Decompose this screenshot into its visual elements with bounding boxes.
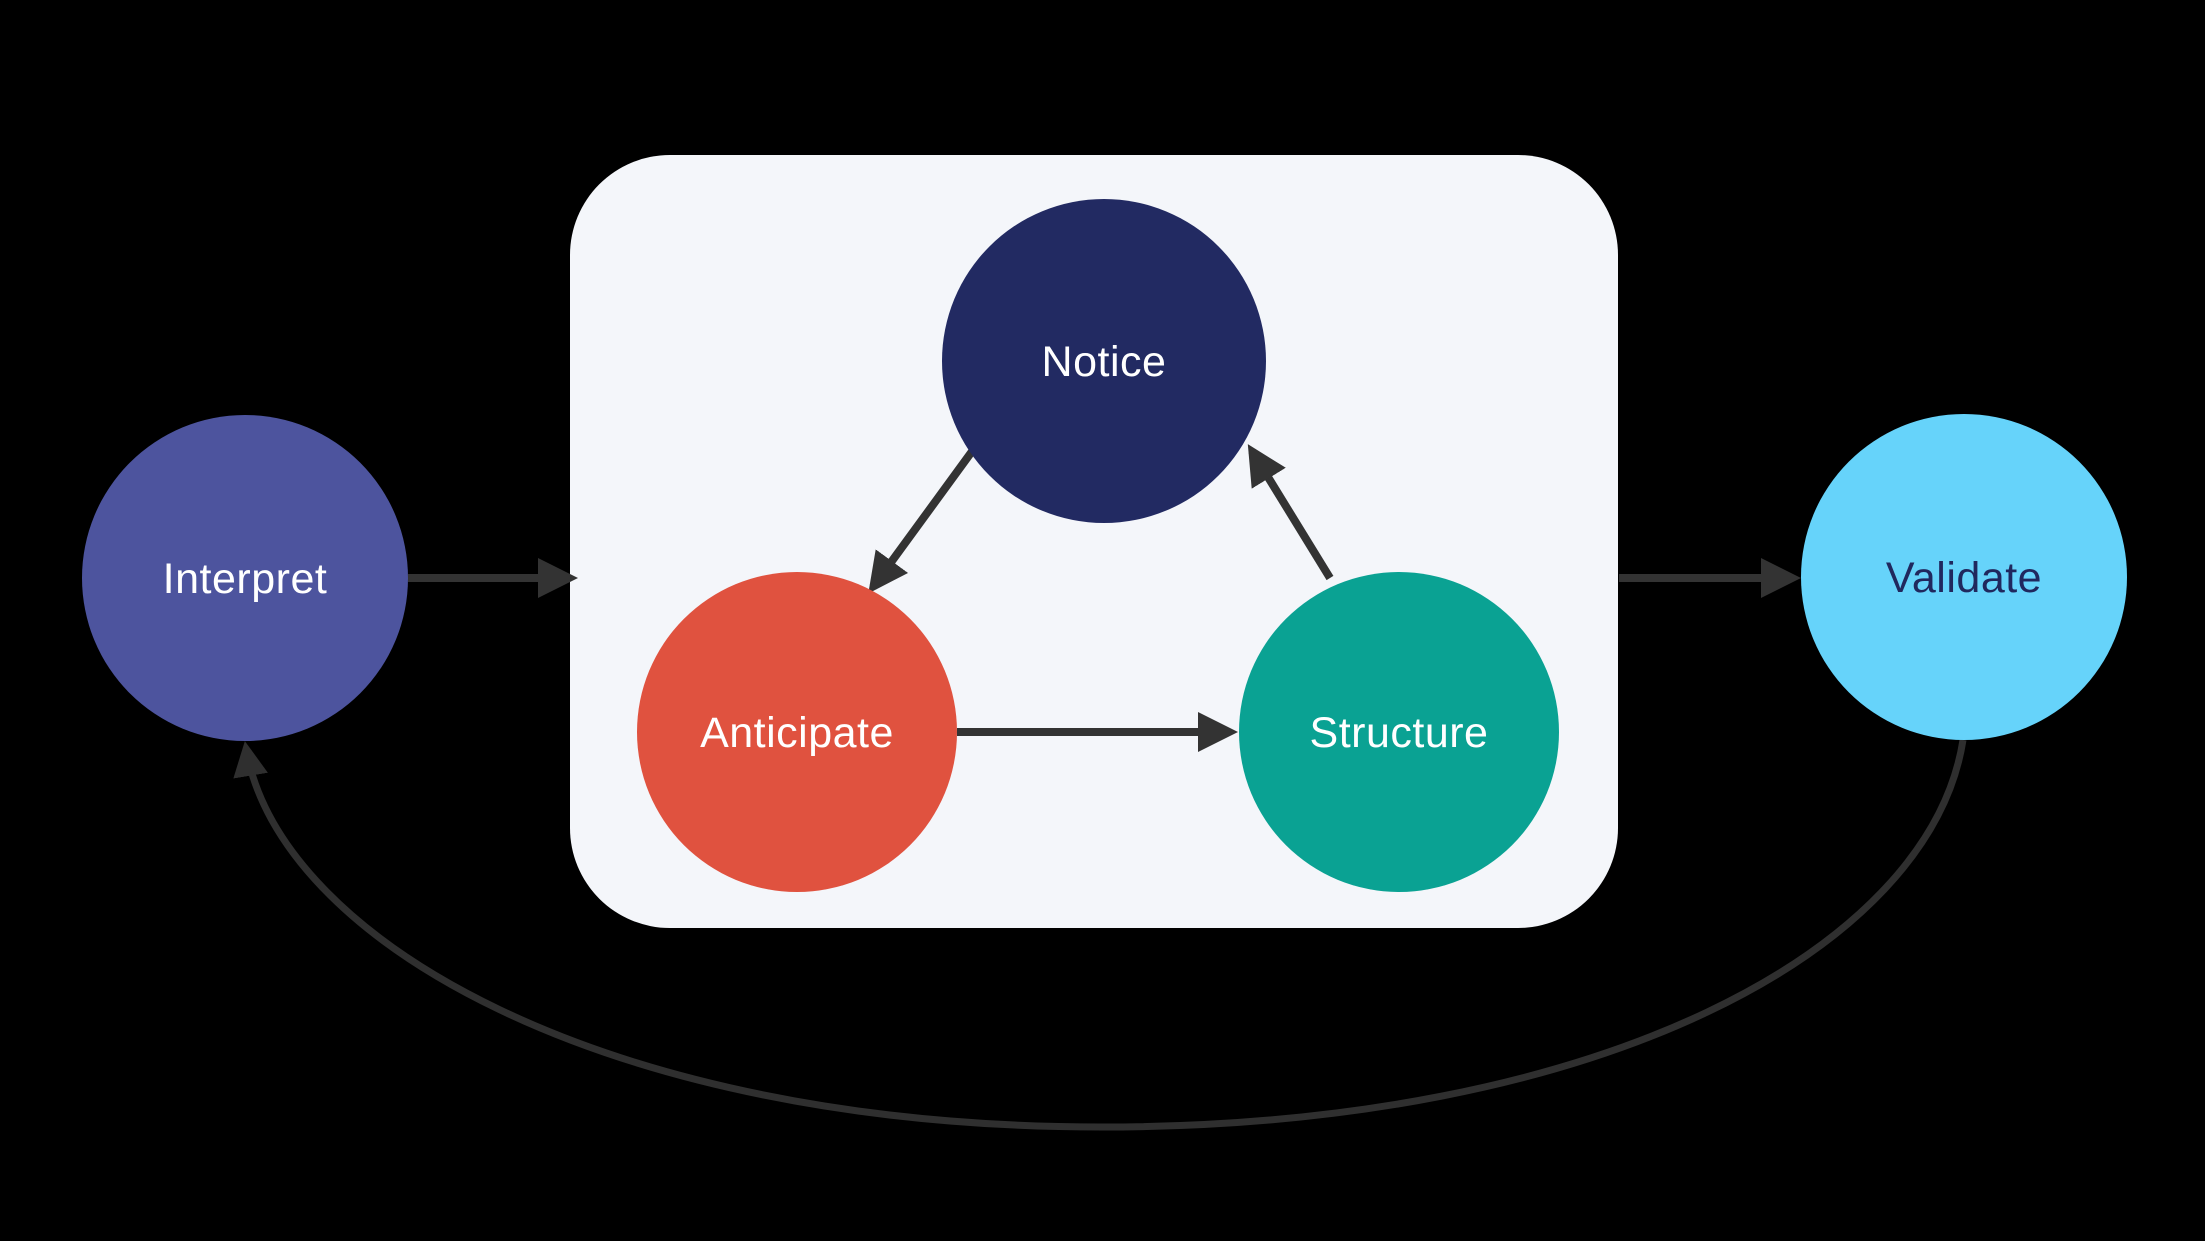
node-notice-label: Notice xyxy=(1042,338,1167,386)
node-validate-label: Validate xyxy=(1886,554,2042,602)
node-validate: Validate xyxy=(1801,414,2127,740)
edge-validate-to-interpret-curve xyxy=(233,739,1967,1131)
node-structure-circle xyxy=(1239,572,1559,892)
node-structure-label: Structure xyxy=(1310,709,1489,757)
node-interpret: Interpret xyxy=(82,415,408,741)
node-anticipate-circle xyxy=(637,572,957,892)
node-anticipate: Anticipate xyxy=(637,572,957,892)
node-interpret-label: Interpret xyxy=(163,555,328,603)
node-notice: Notice xyxy=(942,199,1266,523)
node-structure: Structure xyxy=(1239,572,1559,892)
node-interpret-circle xyxy=(82,415,408,741)
node-validate-circle xyxy=(1801,414,2127,740)
node-notice-circle xyxy=(942,199,1266,523)
edge-notice-to-anticipate xyxy=(868,447,977,594)
edge-structure-to-notice xyxy=(1247,444,1334,581)
node-anticipate-label: Anticipate xyxy=(700,709,894,757)
